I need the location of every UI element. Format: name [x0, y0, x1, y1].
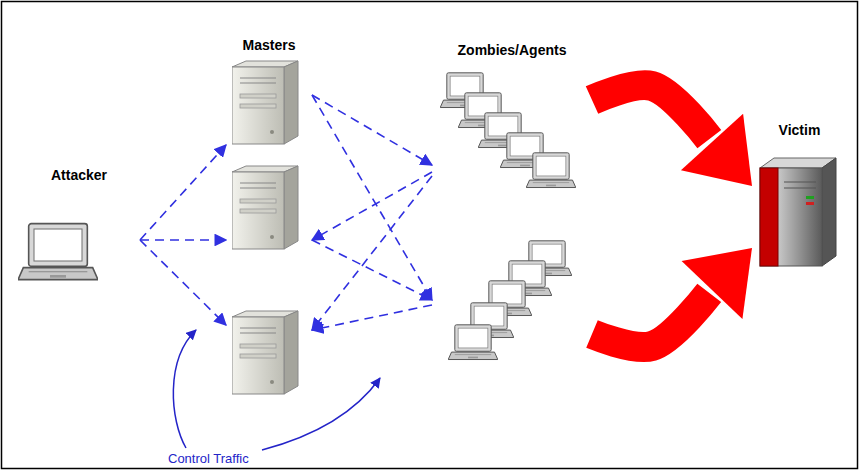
dashed-connector [312, 172, 432, 240]
dashed-connector [140, 145, 226, 240]
leader-line [173, 330, 196, 448]
laptop-icon [448, 325, 498, 360]
masters-node: Masters [226, 35, 312, 400]
victim-node: Victim [752, 120, 847, 272]
dashed-connector [312, 95, 432, 300]
server-icon [232, 61, 298, 144]
node-heading: Attacker [18, 165, 140, 183]
server-icon [232, 166, 298, 249]
attack-arrow-head [681, 114, 752, 186]
attacker-node: Attacker [18, 165, 140, 305]
control-traffic-arrow [312, 95, 432, 300]
attack-flow-arrow [592, 85, 752, 186]
dashed-connector [312, 305, 432, 330]
attack-flow-arrow [592, 248, 752, 347]
attack-arrow-body [592, 85, 709, 139]
laptop-icon [526, 153, 576, 188]
dashed-connector [312, 176, 432, 330]
zombies-node: Zombies/Agents [432, 40, 592, 375]
control-traffic-arrow [312, 172, 432, 330]
dashed-connector [140, 239, 226, 241]
node-heading: Masters [226, 35, 312, 53]
dashed-connector [312, 95, 432, 165]
annotation-label: Control Traffic [166, 451, 251, 466]
attack-arrow-body [592, 293, 709, 347]
node-heading: Victim [752, 120, 847, 138]
victim-server-icon [760, 158, 836, 266]
control-traffic-arrow [140, 145, 226, 325]
node-heading: Zombies/Agents [432, 40, 592, 58]
server-icon [232, 311, 298, 394]
dashed-connector [140, 240, 226, 325]
laptop-icon [18, 224, 98, 280]
dashed-connector [312, 240, 432, 300]
attack-arrow-head [682, 248, 752, 319]
leader-line [262, 378, 380, 450]
